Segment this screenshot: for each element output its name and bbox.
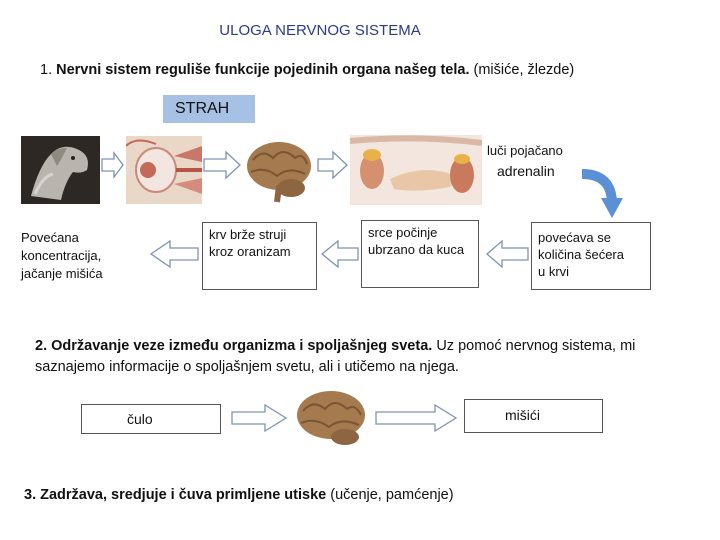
eye-anatomy-image bbox=[126, 136, 202, 204]
arrow-eye-to-brain bbox=[203, 150, 241, 180]
strah-label: STRAH bbox=[163, 95, 255, 123]
adrenal-line-1: luči pojačano bbox=[487, 143, 563, 158]
krv-box: krv brže struji kroz oranizam bbox=[202, 222, 317, 290]
koncentracija-text: Povećana koncentracija, jačanje mišića bbox=[21, 230, 103, 281]
arrow-brain-to-adrenal bbox=[317, 150, 348, 180]
dog-image bbox=[21, 136, 100, 204]
section-2-text: 2. Održavanje veze između organizma i sp… bbox=[35, 336, 695, 378]
section-2-bold: 2. Održavanje veze između organizma i sp… bbox=[35, 338, 433, 354]
secer-line-3: u krvi bbox=[538, 264, 570, 279]
brain-small-image bbox=[291, 385, 371, 450]
arrow-srce-to-krv bbox=[320, 239, 359, 269]
section-3-bold: 3. Zadržava, sredjuje i čuva primljene u… bbox=[24, 487, 327, 503]
section-1-heading: 1. Nervni sistem reguliše funkcije pojed… bbox=[40, 62, 574, 78]
secer-line-2: količina šećera bbox=[538, 247, 624, 262]
adrenal-line-2: adrenalin bbox=[497, 163, 555, 179]
arrow-culo-to-brain bbox=[231, 403, 288, 433]
adrenal-kidney-image bbox=[350, 135, 482, 205]
curved-arrow-icon bbox=[581, 169, 623, 218]
section-2-normal: Uz pomoć nervnog sistema, mi saznajemo i… bbox=[35, 338, 636, 375]
section-3-text: 3. Zadržava, sredjuje i čuva primljene u… bbox=[24, 487, 454, 503]
section-1-number: 1. bbox=[40, 62, 53, 78]
srce-box: srce počinje ubrzano da kuca bbox=[361, 220, 479, 288]
page-title: ULOGA NERVNOG SISTEMA bbox=[219, 22, 421, 39]
section-1-bold: Nervni sistem reguliše funkcije pojedini… bbox=[56, 62, 470, 78]
arrow-secer-to-srce bbox=[486, 239, 529, 269]
brain-image bbox=[243, 136, 315, 204]
arrow-brain-to-misici bbox=[375, 403, 458, 433]
culo-box: čulo bbox=[81, 404, 221, 434]
section-3-normal: (učenje, pamćenje) bbox=[326, 487, 454, 503]
misici-box: mišići bbox=[464, 399, 603, 433]
arrow-krv-to-koncentracija bbox=[149, 239, 199, 269]
secer-box: povećava se količina šećera u krvi bbox=[531, 222, 651, 290]
section-1-normal: (mišiće, žlezde) bbox=[469, 62, 575, 78]
secer-line-1: povećava se bbox=[538, 230, 611, 245]
arrow-dog-to-eye bbox=[101, 151, 124, 179]
